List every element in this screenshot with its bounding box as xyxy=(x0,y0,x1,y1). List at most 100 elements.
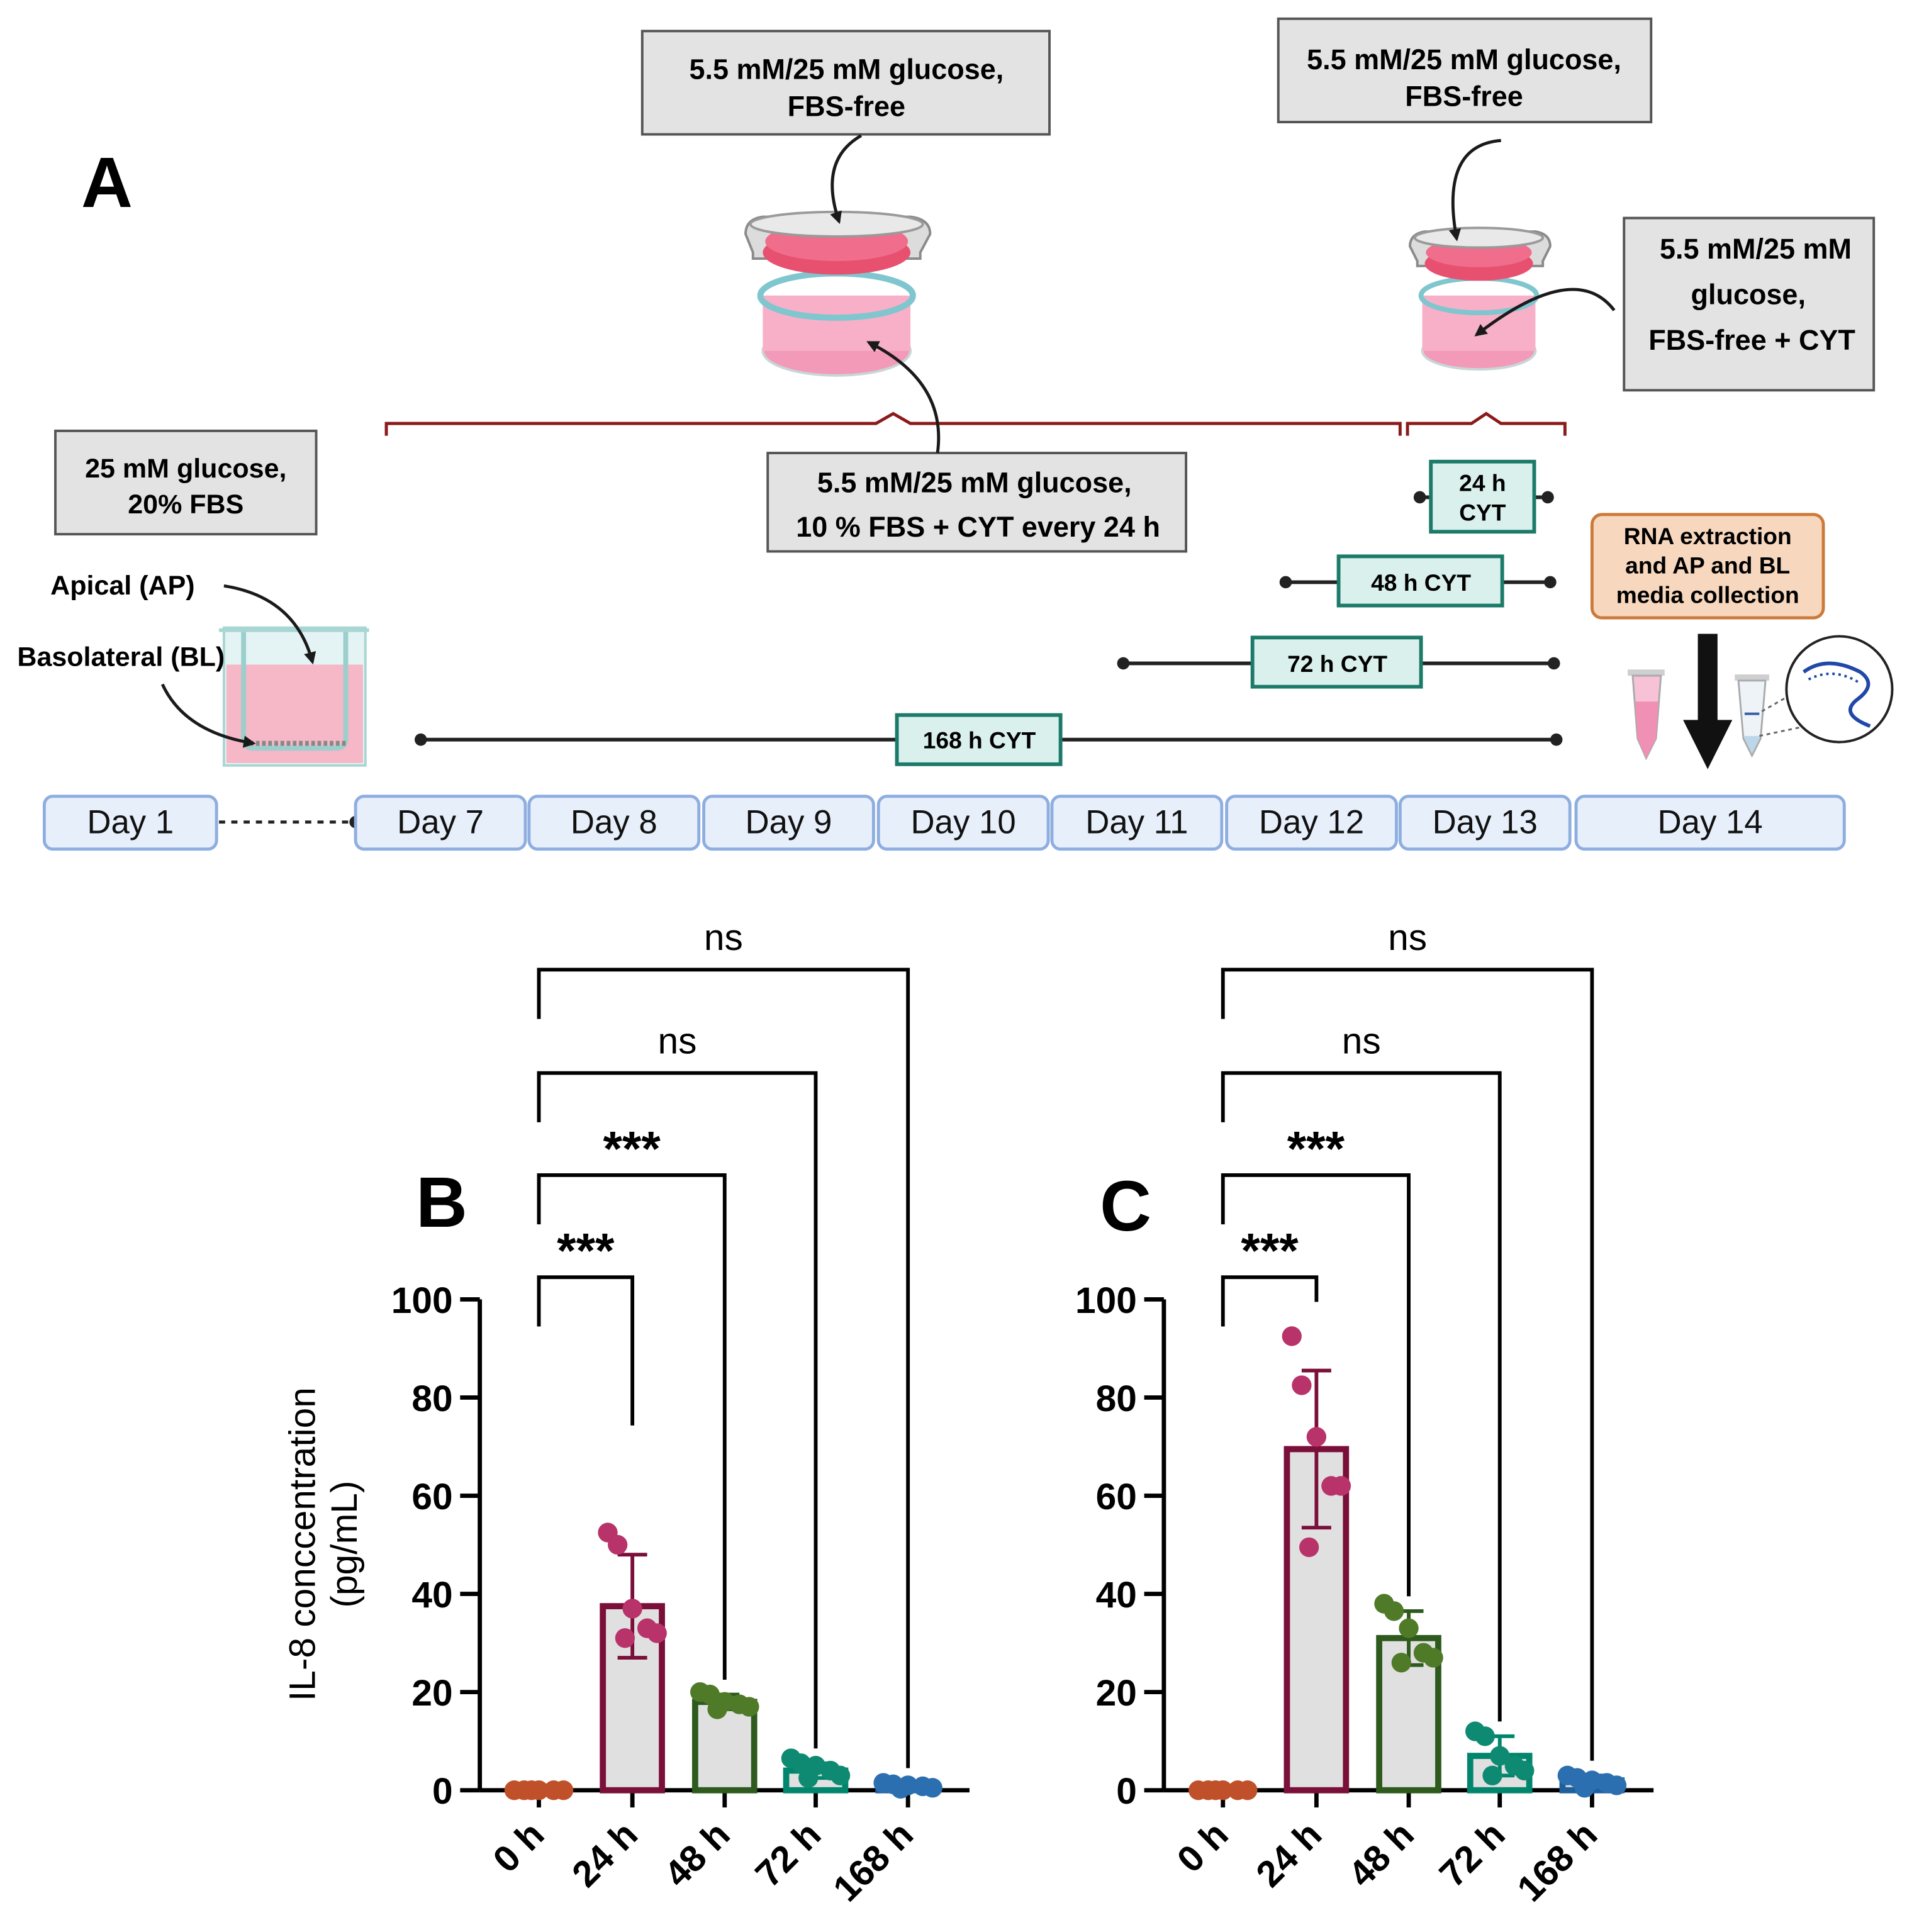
data-point xyxy=(1490,1746,1510,1766)
arrow-apical xyxy=(223,584,316,665)
day-label: Day 12 xyxy=(1259,803,1364,840)
x-tick-label: 24 h xyxy=(1248,1814,1329,1895)
data-point xyxy=(1292,1375,1312,1395)
x-tick-label: 0 h xyxy=(1170,1814,1236,1880)
data-point xyxy=(1514,1760,1535,1781)
rna-extraction-box: RNA extraction and AP and BL media colle… xyxy=(1590,513,1825,620)
significance-bracket xyxy=(537,968,910,1768)
day-label: Day 11 xyxy=(1085,803,1188,840)
y-tick-label: 20 xyxy=(1096,1673,1137,1714)
initial-medium-line-1: 25 mM glucose, xyxy=(85,454,286,484)
data-point xyxy=(922,1778,942,1798)
y-tick-label: 100 xyxy=(391,1280,453,1321)
day-cell xyxy=(1050,795,1224,851)
data-point xyxy=(1306,1427,1327,1447)
rna-line-3: media collection xyxy=(1616,582,1799,608)
transwell-insert-illustration xyxy=(744,210,932,377)
transwell-schematic xyxy=(219,626,369,767)
panel-a: A 25 mM glucose, 20% FBS 5.5 mM/25 mM gl… xyxy=(17,17,1894,851)
day-cell xyxy=(527,795,701,851)
arrow-to-basolateral-right xyxy=(1474,288,1616,337)
significance-label: *** xyxy=(1287,1120,1345,1176)
fbs-free-right-line-2: FBS-free xyxy=(1405,81,1523,113)
x-tick-label: 48 h xyxy=(657,1814,738,1895)
y-tick-label: 80 xyxy=(411,1378,452,1419)
significance-label: ns xyxy=(1342,1020,1381,1061)
y-tick-label: 60 xyxy=(411,1477,452,1517)
significance-bracket xyxy=(537,1071,818,1749)
data-point xyxy=(1391,1653,1411,1673)
arrow-basolateral xyxy=(160,683,256,748)
arrow-to-basolateral-mid xyxy=(866,340,941,454)
significance-label: ns xyxy=(658,1020,697,1061)
data-point xyxy=(622,1599,642,1619)
cyt-168h-bar: 168 h CYT xyxy=(414,713,1563,766)
fbs-free-mid-line-1: 5.5 mM/25 mM glucose, xyxy=(689,53,1004,86)
fbs-cyt-every-24h-box: 5.5 mM/25 mM glucose, 10 % FBS + CYT eve… xyxy=(766,452,1188,553)
day-cell xyxy=(42,795,218,851)
data-point xyxy=(700,1684,720,1705)
y-tick-label: 20 xyxy=(411,1673,452,1714)
x-tick-label: 168 h xyxy=(1509,1814,1605,1909)
cyt-48h-bar: 48 h CYT xyxy=(1279,554,1557,608)
fbs-free-cyt-line-3: FBS-free + CYT xyxy=(1648,324,1855,356)
y-tick-label: 60 xyxy=(1096,1477,1137,1517)
day-cell xyxy=(1574,795,1846,851)
x-tick-label: 24 h xyxy=(564,1814,646,1895)
data-point xyxy=(1399,1618,1419,1638)
arrow-to-apical-mid xyxy=(830,134,863,225)
cyt-168h-label: 168 h CYT xyxy=(923,727,1036,753)
data-point xyxy=(1606,1775,1627,1795)
initial-medium-box: 25 mM glucose, 20% FBS xyxy=(54,429,318,536)
data-point xyxy=(1331,1476,1351,1496)
rna-strand-icon xyxy=(1785,635,1894,744)
day-label: Day 9 xyxy=(746,803,832,840)
tube-blue-icon xyxy=(1735,674,1769,758)
fbs-free-cyt-box: 5.5 mM/25 mM glucose, FBS-free + CYT xyxy=(1623,216,1876,392)
panel-c-label: C xyxy=(1100,1166,1151,1246)
y-tick-label: 0 xyxy=(1116,1771,1137,1812)
y-tick-label: 100 xyxy=(1075,1280,1137,1321)
significance-label: *** xyxy=(557,1223,615,1278)
basolateral-label: Basolateral (BL) xyxy=(17,642,225,672)
fbs-free-cyt-line-2: glucose, xyxy=(1691,278,1806,310)
significance-label: *** xyxy=(603,1120,661,1176)
day-cell xyxy=(876,795,1050,851)
y-tick-label: 40 xyxy=(1096,1575,1137,1616)
brace-day-13 xyxy=(1406,411,1567,436)
fbs-cyt-line-1: 5.5 mM/25 mM glucose, xyxy=(817,467,1132,499)
x-tick-label: 48 h xyxy=(1341,1814,1422,1895)
panel-a-label: A xyxy=(81,143,133,223)
apical-label: Apical (AP) xyxy=(50,571,194,601)
data-point xyxy=(1205,1780,1226,1801)
data-point xyxy=(798,1768,819,1788)
significance-label: ns xyxy=(1388,917,1427,958)
x-tick-label: 72 h xyxy=(1432,1814,1513,1895)
data-point xyxy=(1238,1780,1258,1801)
x-tick-label: 0 h xyxy=(486,1814,552,1880)
day-label: Day 10 xyxy=(911,803,1016,840)
day-cell xyxy=(354,795,527,851)
y-axis-label-line-1: IL-8 conccentration xyxy=(282,1387,323,1701)
significance-label: ns xyxy=(704,917,743,958)
cyt-48h-label: 48 h CYT xyxy=(1371,569,1471,596)
significance-bracket xyxy=(537,1275,635,1426)
data-point xyxy=(1475,1726,1495,1746)
cyt-24h-bar: 24 h CYT xyxy=(1413,459,1554,534)
data-point xyxy=(553,1780,574,1801)
bar xyxy=(691,1699,758,1794)
data-point xyxy=(890,1778,911,1799)
data-point xyxy=(522,1780,542,1801)
day-label: Day 7 xyxy=(397,803,484,840)
cyt-24h-line-1: 24 h xyxy=(1459,470,1506,496)
fbs-free-mid-line-2: FBS-free xyxy=(788,90,905,122)
arrow-to-apical-right xyxy=(1448,138,1501,242)
fbs-free-right-line-1: 5.5 mM/25 mM glucose, xyxy=(1307,43,1621,75)
data-point xyxy=(647,1623,667,1643)
fbs-free-box-mid: 5.5 mM/25 mM glucose, FBS-free xyxy=(640,30,1051,136)
x-tick-label: 72 h xyxy=(747,1814,829,1895)
cyt-72h-label: 72 h CYT xyxy=(1287,651,1387,677)
